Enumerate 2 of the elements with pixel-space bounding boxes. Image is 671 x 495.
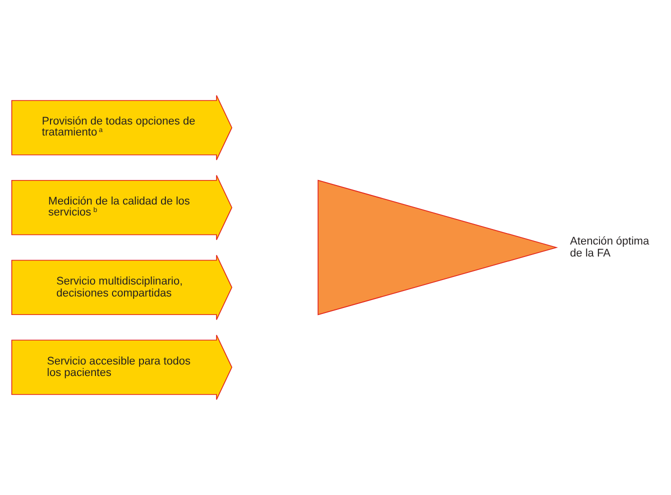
- node-triangle: [318, 180, 558, 316]
- node-label: Atención óptima de la FA: [570, 235, 650, 260]
